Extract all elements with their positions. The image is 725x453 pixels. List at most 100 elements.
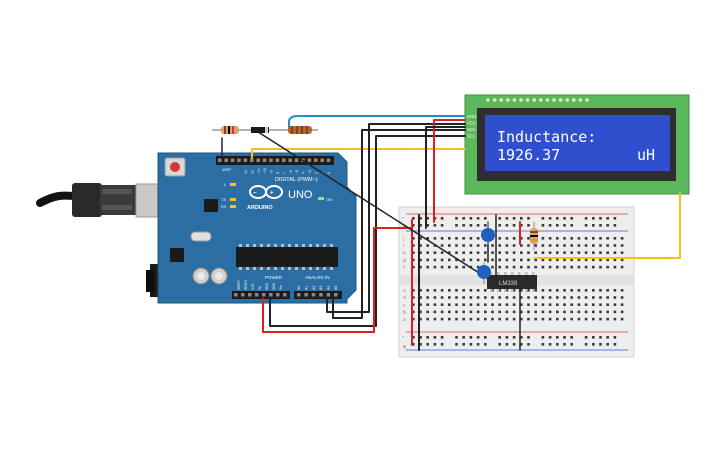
breadboard-hole[interactable]: [556, 258, 559, 262]
wire-black-lcd-gnd[interactable]: [425, 126, 466, 229]
breadboard-hole[interactable]: [433, 251, 437, 254]
breadboard-hole[interactable]: [412, 310, 415, 314]
breadboard-hole[interactable]: [534, 289, 537, 292]
breadboard-hole[interactable]: [419, 343, 422, 346]
breadboard-hole[interactable]: [584, 336, 588, 339]
breadboard-hole[interactable]: [512, 303, 516, 306]
breadboard-hole[interactable]: [541, 251, 545, 254]
breadboard-hole[interactable]: [484, 303, 487, 306]
breadboard-hole[interactable]: [484, 251, 487, 254]
breadboard-hole[interactable]: [462, 289, 465, 292]
breadboard-hole[interactable]: [433, 303, 437, 306]
breadboard-hole[interactable]: [548, 244, 552, 247]
breadboard-hole[interactable]: [548, 265, 552, 269]
breadboard-hole[interactable]: [512, 244, 516, 247]
breadboard-hole[interactable]: [599, 251, 602, 254]
breadboard-hole[interactable]: [455, 303, 458, 306]
breadboard-hole[interactable]: [426, 258, 429, 262]
breadboard-hole[interactable]: [426, 343, 429, 346]
breadboard-hole[interactable]: [462, 224, 465, 227]
breadboard-hole[interactable]: [520, 289, 523, 292]
breadboard-hole[interactable]: [469, 343, 473, 346]
breadboard-hole[interactable]: [505, 244, 509, 247]
breadboard-hole[interactable]: [505, 258, 509, 262]
breadboard-hole[interactable]: [577, 296, 581, 299]
breadboard-hole[interactable]: [476, 224, 480, 227]
breadboard-hole[interactable]: [599, 336, 602, 339]
digital-pin-hole[interactable]: [237, 158, 241, 163]
breadboard-hole[interactable]: [570, 317, 573, 321]
breadboard-hole[interactable]: [512, 237, 516, 240]
breadboard-hole[interactable]: [606, 343, 609, 346]
breadboard-hole[interactable]: [599, 296, 602, 299]
breadboard-hole[interactable]: [505, 343, 509, 346]
breadboard-hole[interactable]: [548, 224, 552, 227]
breadboard-hole[interactable]: [527, 251, 530, 254]
breadboard-hole[interactable]: [541, 317, 545, 321]
breadboard-hole[interactable]: [527, 303, 530, 306]
capacitor-blue-1[interactable]: [481, 222, 495, 244]
power-pin-hole[interactable]: [255, 293, 259, 297]
breadboard-hole[interactable]: [440, 296, 444, 299]
breadboard-hole[interactable]: [448, 265, 451, 269]
breadboard-hole[interactable]: [534, 303, 537, 306]
breadboard-hole[interactable]: [584, 343, 588, 346]
breadboard-hole[interactable]: [419, 336, 422, 339]
breadboard-hole[interactable]: [520, 336, 523, 339]
breadboard-hole[interactable]: [462, 265, 465, 269]
breadboard-hole[interactable]: [556, 237, 559, 240]
breadboard-hole[interactable]: [613, 296, 617, 299]
breadboard-hole[interactable]: [563, 224, 566, 227]
breadboard-hole[interactable]: [577, 251, 581, 254]
breadboard-hole[interactable]: [577, 244, 581, 247]
breadboard-hole[interactable]: [484, 289, 487, 292]
breadboard-hole[interactable]: [455, 251, 458, 254]
breadboard-hole[interactable]: [440, 289, 444, 292]
breadboard-hole[interactable]: [534, 317, 537, 321]
breadboard-hole[interactable]: [498, 296, 501, 299]
breadboard-hole[interactable]: [498, 244, 501, 247]
breadboard-hole[interactable]: [620, 251, 624, 254]
breadboard-hole[interactable]: [476, 336, 480, 339]
breadboard-hole[interactable]: [541, 336, 545, 339]
digital-pin-hole[interactable]: [314, 158, 318, 163]
wire-black-lcd-2[interactable]: [332, 129, 466, 319]
power-pin-hole[interactable]: [276, 293, 280, 297]
breadboard-hole[interactable]: [455, 343, 458, 346]
breadboard-hole[interactable]: [548, 289, 552, 292]
breadboard-hole[interactable]: [548, 237, 552, 240]
breadboard-hole[interactable]: [599, 258, 602, 262]
breadboard-hole[interactable]: [563, 303, 566, 306]
breadboard-hole[interactable]: [419, 251, 422, 254]
breadboard-hole[interactable]: [613, 310, 617, 314]
breadboard-hole[interactable]: [584, 265, 588, 269]
breadboard-hole[interactable]: [548, 310, 552, 314]
breadboard-hole[interactable]: [505, 265, 509, 269]
power-pin-hole[interactable]: [234, 293, 238, 297]
breadboard-hole[interactable]: [505, 224, 509, 227]
breadboard-hole[interactable]: [556, 224, 559, 227]
breadboard-hole[interactable]: [520, 237, 523, 240]
breadboard-hole[interactable]: [556, 296, 559, 299]
breadboard-hole[interactable]: [599, 265, 602, 269]
breadboard-hole[interactable]: [592, 336, 595, 339]
breadboard-hole[interactable]: [592, 258, 595, 262]
analog-pin-hole[interactable]: [334, 293, 338, 297]
breadboard-hole[interactable]: [505, 310, 509, 314]
breadboard-hole[interactable]: [476, 296, 480, 299]
breadboard-hole[interactable]: [599, 317, 602, 321]
breadboard-hole[interactable]: [592, 224, 595, 227]
breadboard-hole[interactable]: [584, 244, 588, 247]
breadboard-hole[interactable]: [462, 317, 465, 321]
breadboard-hole[interactable]: [606, 265, 609, 269]
breadboard-hole[interactable]: [419, 317, 422, 321]
breadboard-hole[interactable]: [455, 296, 458, 299]
breadboard-hole[interactable]: [455, 217, 458, 220]
digital-pin-hole[interactable]: [262, 158, 267, 163]
breadboard-hole[interactable]: [606, 251, 609, 254]
breadboard-hole[interactable]: [606, 237, 609, 240]
breadboard-hole[interactable]: [498, 217, 501, 220]
breadboard-hole[interactable]: [491, 244, 494, 247]
power-pin-hole[interactable]: [241, 293, 245, 297]
breadboard-hole[interactable]: [520, 224, 523, 227]
